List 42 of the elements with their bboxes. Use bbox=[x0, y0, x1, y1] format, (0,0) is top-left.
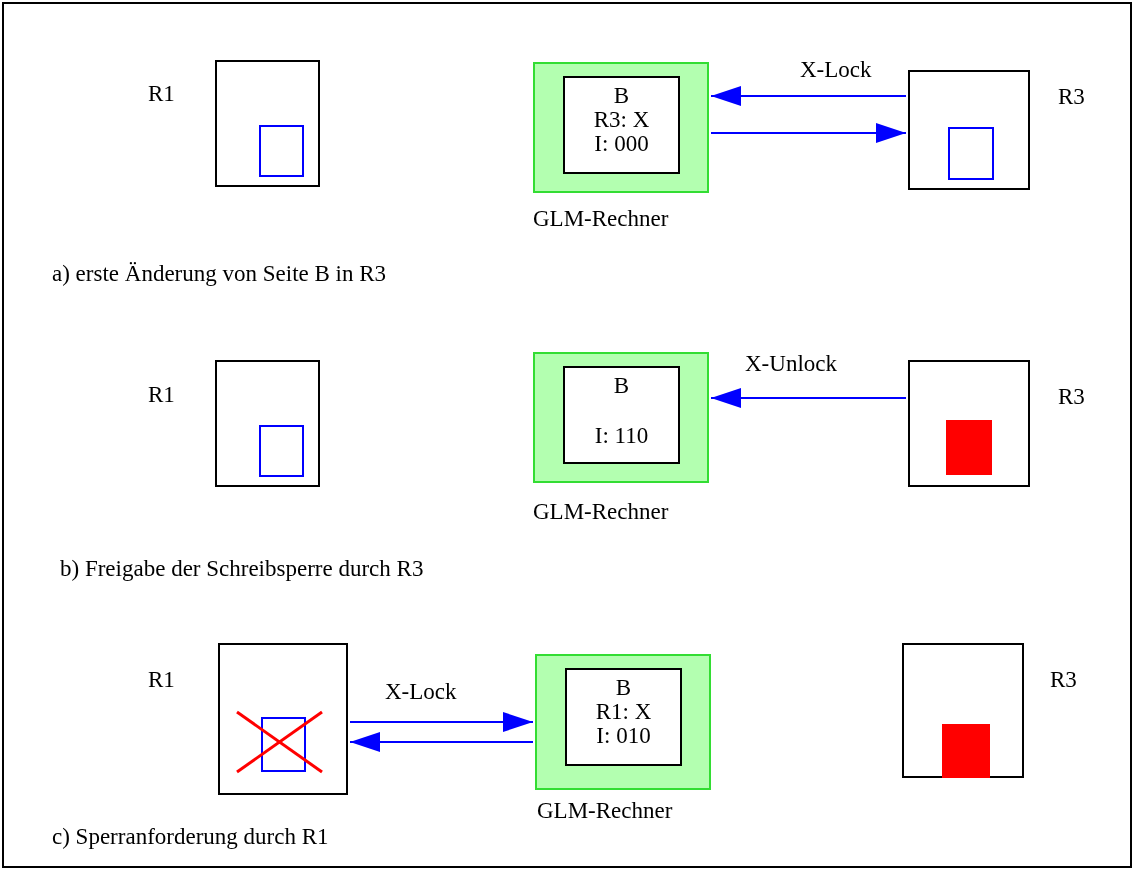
system-label: R1 bbox=[148, 383, 175, 406]
system-label: R3 bbox=[1058, 85, 1085, 108]
lock-table-entry bbox=[563, 76, 680, 174]
lock-table-entry bbox=[565, 668, 682, 766]
entry-text: I: 010 bbox=[595, 724, 652, 749]
caption-text: GLM-Rechner bbox=[533, 500, 669, 523]
entry-text: I: 110 bbox=[593, 424, 650, 449]
arrow bbox=[349, 732, 534, 752]
entry-text: I: 000 bbox=[593, 132, 650, 157]
entry-text: B bbox=[614, 676, 633, 701]
modified-page-block bbox=[946, 420, 992, 475]
lock-manager-box bbox=[533, 352, 709, 483]
caption-text: GLM-Rechner bbox=[537, 799, 673, 822]
arrow bbox=[710, 388, 907, 408]
arrow bbox=[710, 86, 907, 106]
system-box bbox=[215, 60, 320, 187]
system-label: R1 bbox=[148, 82, 175, 105]
system-box bbox=[218, 643, 348, 795]
caption-text: GLM-Rechner bbox=[533, 207, 669, 230]
system-label: R3 bbox=[1050, 668, 1077, 691]
lock-manager-box bbox=[533, 62, 709, 193]
system-box bbox=[908, 70, 1030, 190]
page-frame bbox=[259, 425, 304, 477]
page-frame bbox=[259, 125, 304, 177]
lock-table-entry bbox=[563, 366, 680, 464]
system-box bbox=[908, 360, 1030, 487]
arrow bbox=[349, 712, 534, 732]
system-box bbox=[902, 643, 1024, 778]
entry-text: R1: X bbox=[594, 700, 653, 725]
system-box bbox=[215, 360, 320, 487]
entry-text: B bbox=[612, 374, 631, 399]
entry-text: B bbox=[612, 84, 631, 109]
entry-text: R3: X bbox=[592, 108, 651, 133]
arrow bbox=[710, 123, 907, 143]
panel-caption: a) erste Änderung von Seite B in R3 bbox=[52, 262, 387, 285]
page-frame bbox=[948, 127, 994, 180]
panel-caption: b) Freigabe der Schreibsperre durch R3 bbox=[60, 557, 424, 580]
modified-page-block bbox=[942, 724, 990, 778]
lock-manager-box bbox=[535, 654, 711, 790]
system-label: R1 bbox=[148, 668, 175, 691]
system-label: R3 bbox=[1058, 385, 1085, 408]
panel-caption: c) Sperranforderung durch R1 bbox=[52, 825, 329, 848]
